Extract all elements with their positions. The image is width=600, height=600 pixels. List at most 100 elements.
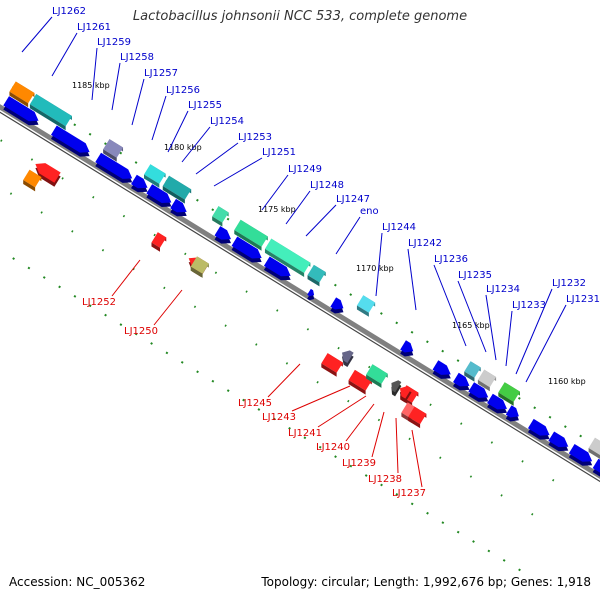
forward-cds-arrow [330, 297, 344, 314]
feature-tick [410, 330, 414, 334]
forward-gene-label: LJ1233 [512, 300, 546, 311]
map-title: Lactobacillus johnsonii NCC 533, complet… [132, 9, 468, 24]
feature-tick [30, 158, 34, 161]
forward-cds-arrow [527, 418, 550, 440]
feature-tick [500, 494, 503, 497]
feature-tick [368, 365, 371, 369]
feature-box [464, 361, 481, 382]
feature-tick [104, 142, 107, 146]
feature-tick [40, 211, 43, 214]
feature-tick [180, 360, 184, 364]
feature-tick [285, 362, 289, 365]
reverse-feature-box [23, 169, 42, 192]
feature-tick [276, 309, 279, 312]
forward-label-leader [181, 126, 211, 163]
forward-cds-arrow [3, 96, 39, 126]
reverse-label-leader [395, 417, 399, 474]
forward-label-leader [407, 248, 417, 311]
feature-box [477, 369, 497, 392]
forward-label-leader [305, 204, 337, 237]
reverse-gene-label: LJ1237 [392, 488, 426, 499]
feature-tick [533, 406, 537, 410]
feature-tick [58, 285, 61, 289]
forward-cds-arrow [146, 184, 172, 207]
feature-tick [441, 521, 445, 525]
feature-tick [101, 248, 105, 252]
forward-gene-label: LJ1248 [310, 180, 344, 191]
forward-cds-arrow [131, 174, 148, 193]
forward-gene-label: LJ1254 [210, 116, 244, 127]
forward-cds-arrow [487, 393, 507, 414]
feature-tick [318, 445, 322, 449]
feature-tick [441, 349, 445, 353]
forward-cds-arrow [592, 458, 600, 477]
feature-tick [429, 403, 432, 407]
tick-marks [0, 85, 598, 572]
reverse-gene-label: LJ1243 [262, 412, 296, 423]
forward-gene-label: LJ1231 [566, 294, 600, 305]
feature-box [264, 238, 311, 277]
feature-tick [73, 294, 77, 298]
feature-tick [27, 266, 31, 270]
reverse-gene-label: LJ1238 [368, 474, 402, 485]
scale-label-kbp: 1175 kbp [258, 205, 296, 214]
forward-label-leader [261, 174, 289, 211]
feature-tick [490, 441, 494, 444]
scale-label-kbp: 1180 kbp [164, 143, 202, 152]
forward-label-leader [433, 264, 467, 347]
forward-label-leader [91, 47, 98, 101]
forward-cds-arrow [170, 198, 187, 217]
forward-label-leader [151, 95, 167, 141]
forward-cds-arrow [452, 372, 470, 391]
feature-tick [395, 493, 399, 496]
feature-box [212, 206, 229, 227]
forward-label-leader [51, 32, 78, 77]
reverse-feature-box [408, 406, 427, 429]
forward-gene-label: LJ1244 [382, 222, 416, 233]
feature-tick [460, 422, 463, 425]
feature-tick [349, 464, 353, 468]
feature-tick [104, 313, 107, 317]
feature-box [9, 81, 35, 108]
feature-tick [61, 177, 64, 180]
reverse-gene-label: LJ1241 [288, 428, 322, 439]
feature-tick [456, 530, 460, 534]
reverse-label-leader [153, 289, 183, 326]
forward-cds-arrow [231, 236, 262, 263]
feature-box [144, 164, 166, 188]
feature-tick [196, 198, 199, 202]
forward-gene-label: LJ1232 [552, 278, 586, 289]
reverse-gene-label: LJ1250 [124, 326, 158, 337]
feature-box [103, 139, 124, 162]
feature-tick [334, 283, 337, 287]
forward-label-leader [375, 232, 383, 297]
forward-cds-arrow [95, 152, 133, 183]
feature-tick [184, 252, 187, 256]
feature-tick [119, 323, 123, 326]
reverse-cds-arrow [342, 350, 354, 367]
forward-gene-label: LJ1261 [77, 22, 111, 33]
forward-gene-label: LJ1257 [144, 68, 178, 79]
feature-tick [347, 399, 350, 403]
feature-box [234, 219, 268, 251]
feature-tick [408, 437, 411, 441]
feature-tick [71, 230, 74, 233]
feature-tick [9, 192, 13, 195]
reverse-label-leader [291, 385, 351, 412]
forward-cds-arrow [400, 340, 414, 357]
feature-box [588, 437, 600, 459]
feature-tick [380, 483, 383, 487]
forward-label-leader [285, 190, 311, 225]
feature-tick [163, 286, 166, 290]
reverse-gene-label: LJ1239 [342, 458, 376, 469]
reverse-cds-arrow [391, 380, 402, 397]
forward-label-leader [335, 216, 361, 255]
feature-tick [73, 123, 77, 127]
forward-gene-label: LJ1259 [97, 37, 131, 48]
reverse-feature-box [190, 256, 209, 278]
feature-tick [502, 559, 506, 562]
reverse-cds-arrow [399, 386, 412, 403]
